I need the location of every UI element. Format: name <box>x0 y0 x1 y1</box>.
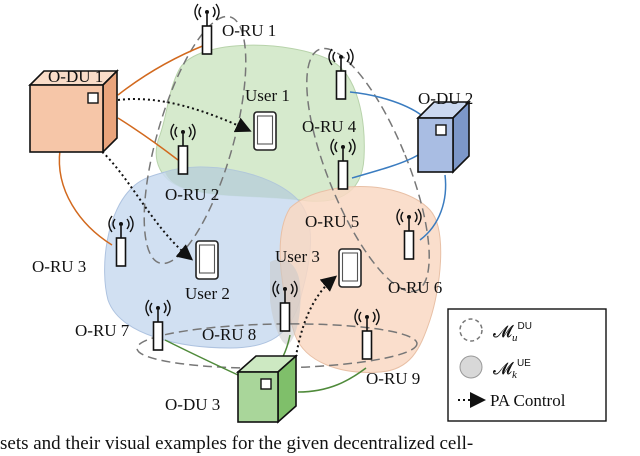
pa-control-arrow <box>294 275 338 363</box>
du2-cube <box>416 100 471 174</box>
legend-ue-set-label: 𝓜kUE <box>493 358 531 381</box>
du3-label: O-DU 3 <box>165 395 220 414</box>
legend-du-set-sub: u <box>512 332 518 344</box>
du1-link <box>117 117 179 161</box>
du3-link <box>164 339 239 376</box>
user3-phone-icon <box>338 248 362 288</box>
ru3-label: O-RU 3 <box>32 257 86 276</box>
legend-ue-set-sup: UE <box>517 358 531 369</box>
legend-du-set-swatch <box>459 318 483 342</box>
legend-ue-set-symbol: 𝓜 <box>493 359 514 378</box>
du2-link <box>351 154 419 179</box>
user2-phone-icon <box>195 240 219 280</box>
pa-control-arrow <box>94 144 194 261</box>
user1-phone-icon <box>253 111 277 151</box>
legend-du-set-sup: DU <box>518 321 532 332</box>
ru6-label: O-RU 6 <box>388 278 442 297</box>
ru4-label: O-RU 4 <box>302 117 357 136</box>
overlap-region <box>165 167 300 200</box>
user2-label: User 2 <box>185 284 230 303</box>
ru1-label: O-RU 1 <box>222 21 276 40</box>
legend-ue-set-sub: k <box>512 369 518 381</box>
ru9-label: O-RU 9 <box>366 369 420 388</box>
du3-cube <box>235 354 299 424</box>
du3-link <box>297 367 367 393</box>
legend-pa-control-label: PA Control <box>490 391 566 410</box>
ru7-label: O-RU 7 <box>75 321 130 340</box>
ru5-label: O-RU 5 <box>305 212 359 231</box>
du2-label: O-DU 2 <box>418 89 473 108</box>
user1-label: User 1 <box>245 86 290 105</box>
user3-label: User 3 <box>275 247 320 266</box>
caption-text: sets and their visual examples for the g… <box>0 433 473 454</box>
legend-ue-set-swatch <box>459 355 483 379</box>
du1-link <box>117 44 206 96</box>
ru1-antenna-icon <box>194 3 220 55</box>
du1-cube <box>28 69 119 154</box>
du1-set-ellipse <box>143 15 247 265</box>
legend-du-set-symbol: 𝓜 <box>493 322 514 341</box>
du2-link <box>349 91 426 119</box>
du1-label: O-DU 1 <box>48 67 103 86</box>
ru2-label: O-RU 2 <box>165 185 219 204</box>
du1-link <box>58 149 113 246</box>
du2-link <box>419 174 447 241</box>
legend: 𝓜uDU 𝓜kUE PA Control <box>447 308 607 422</box>
legend-du-set-label: 𝓜uDU <box>493 321 532 344</box>
ru8-label: O-RU 8 <box>202 325 256 344</box>
pa-control-arrow <box>117 98 252 133</box>
